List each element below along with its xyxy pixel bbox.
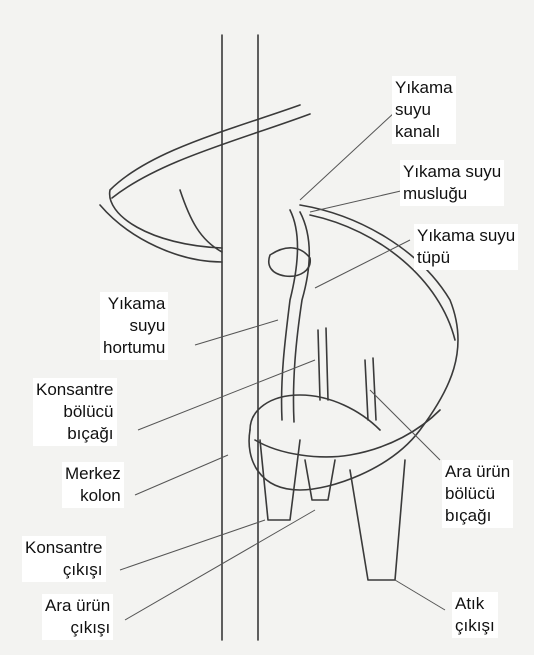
label-conc-splitter-l3: bıçağı: [36, 423, 114, 445]
label-center-column-l2: kolon: [65, 485, 121, 507]
label-wash-channel-l3: kanalı: [395, 121, 453, 143]
label-center-column: Merkez kolon: [62, 462, 124, 508]
label-wash-tap-l1: Yıkama suyu: [403, 161, 501, 183]
label-wash-tap-l2: musluğu: [403, 183, 501, 205]
label-middling-splitter: Ara ürün bölücü bıçağı: [442, 460, 513, 528]
label-conc-outlet-l2: çıkışı: [25, 559, 103, 581]
label-tailings-outlet-l2: çıkışı: [455, 615, 495, 637]
label-wash-channel-l1: Yıkama: [395, 77, 453, 99]
tailings-outlet-cone: [350, 460, 405, 580]
label-center-column-l1: Merkez: [65, 463, 121, 485]
label-wash-hose-l1: Yıkama: [103, 293, 165, 315]
label-conc-outlet-l1: Konsantre: [25, 537, 103, 559]
label-middling-outlet-l1: Ara ürün: [45, 595, 110, 617]
label-middling-outlet: Ara ürün çıkışı: [42, 594, 113, 640]
label-wash-tube-l1: Yıkama suyu: [417, 225, 515, 247]
upper-spiral-trough: [110, 105, 310, 248]
label-wash-tube: Yıkama suyu tüpü: [414, 224, 518, 270]
label-wash-tap: Yıkama suyu musluğu: [400, 160, 504, 206]
label-middling-splitter-l3: bıçağı: [445, 505, 510, 527]
label-conc-splitter-l1: Konsantre: [36, 379, 114, 401]
label-middling-splitter-l2: bölücü: [445, 483, 510, 505]
label-middling-splitter-l1: Ara ürün: [445, 461, 510, 483]
middling-outlet-cone: [305, 460, 335, 500]
label-wash-hose-l2: suyu: [103, 315, 165, 337]
label-conc-splitter: Konsantre bölücü bıçağı: [33, 378, 117, 446]
label-wash-hose-l3: hortumu: [103, 337, 165, 359]
label-conc-splitter-l2: bölücü: [36, 401, 114, 423]
label-wash-channel-l2: suyu: [395, 99, 453, 121]
label-wash-hose: Yıkama suyu hortumu: [100, 292, 168, 360]
label-tailings-outlet: Atık çıkışı: [452, 592, 498, 638]
label-wash-channel: Yıkama suyu kanalı: [392, 76, 456, 144]
label-tailings-outlet-l1: Atık: [455, 593, 495, 615]
label-conc-outlet: Konsantre çıkışı: [22, 536, 106, 582]
label-middling-outlet-l2: çıkışı: [45, 617, 110, 639]
label-wash-tube-l2: tüpü: [417, 247, 515, 269]
